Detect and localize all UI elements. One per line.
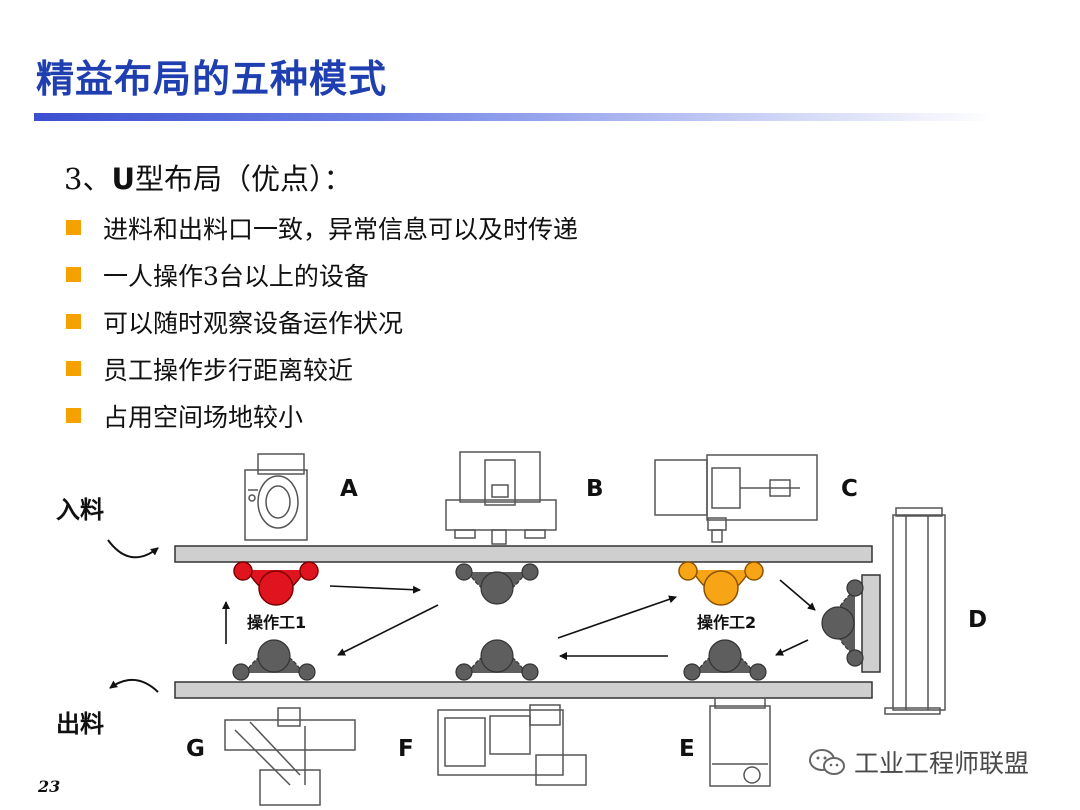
- list-item-text: 一人操作3台以上的设备: [103, 261, 369, 291]
- operator-2-icon: [678, 561, 764, 606]
- machine-b-label: B: [586, 476, 604, 502]
- list-item: 员工操作步行距离较近: [66, 345, 578, 392]
- wechat-icon: [809, 749, 845, 775]
- list-item: 一人操作3台以上的设备: [66, 251, 578, 298]
- machine-d-icon: [884, 507, 946, 715]
- machine-a-icon: [244, 453, 308, 541]
- bullet-square-icon: [66, 220, 81, 235]
- u-layout-diagram: A B C D E F G 入料 出料 操作工1 操作工2: [56, 451, 987, 806]
- operator-position-icon: [683, 639, 767, 681]
- heading-u-letter: U: [111, 162, 136, 196]
- title-underline: [34, 113, 994, 121]
- top-conveyor: [174, 545, 873, 563]
- machine-g-icon: [224, 707, 356, 806]
- page-number: 23: [38, 777, 61, 796]
- operator-position-icon: [455, 563, 539, 605]
- slide-title: 精益布局的五种模式: [36, 57, 388, 101]
- machine-c-label: C: [841, 476, 858, 502]
- machine-e-icon: [709, 697, 771, 787]
- list-item-text: 可以随时观察设备运作状况: [103, 308, 404, 338]
- bullet-square-icon: [66, 267, 81, 282]
- output-label: 出料: [56, 710, 104, 738]
- machine-f-label: F: [398, 736, 414, 762]
- operator-position-icon: [232, 639, 316, 681]
- heading-number: 3、: [64, 162, 112, 196]
- advantages-list: 进料和出料口一致，异常信息可以及时传递 一人操作3台以上的设备 可以随时观察设备…: [66, 204, 578, 439]
- list-item-text: 员工操作步行距离较近: [103, 355, 354, 385]
- right-conveyor: [861, 574, 881, 673]
- bullet-square-icon: [66, 314, 81, 329]
- machine-c-icon: [654, 454, 818, 543]
- operator-position-icon: [455, 639, 539, 681]
- machine-d-label: D: [968, 607, 987, 633]
- section-heading: 3、U型布局（优点）：: [64, 156, 353, 198]
- bullet-square-icon: [66, 408, 81, 423]
- operator-2-label: 操作工2: [697, 613, 756, 632]
- input-arrow-icon: [107, 539, 159, 559]
- bottom-conveyor: [174, 681, 873, 699]
- list-item: 可以随时观察设备运作状况: [66, 298, 578, 345]
- watermark: 工业工程师联盟: [808, 744, 1029, 780]
- machine-f-icon: [437, 704, 587, 786]
- operator-position-icon: [821, 579, 864, 667]
- walk-path-arrows: [222, 579, 816, 660]
- input-label: 入料: [56, 496, 104, 524]
- operator-1-label: 操作工1: [247, 613, 306, 632]
- list-item-text: 占用空间场地较小: [103, 402, 304, 432]
- list-item: 进料和出料口一致，异常信息可以及时传递: [66, 204, 578, 251]
- output-arrow-icon: [109, 679, 159, 693]
- heading-text: 型布局（优点）：: [135, 162, 353, 196]
- list-item-text: 进料和出料口一致，异常信息可以及时传递: [103, 214, 579, 244]
- list-item: 占用空间场地较小: [66, 392, 578, 439]
- machine-a-label: A: [340, 476, 358, 502]
- machine-g-label: G: [186, 736, 205, 762]
- operator-1-icon: [233, 561, 319, 606]
- machine-b-icon: [445, 451, 557, 545]
- bullet-square-icon: [66, 361, 81, 376]
- machine-e-label: E: [679, 736, 695, 762]
- watermark-text: 工业工程师联盟: [854, 749, 1030, 778]
